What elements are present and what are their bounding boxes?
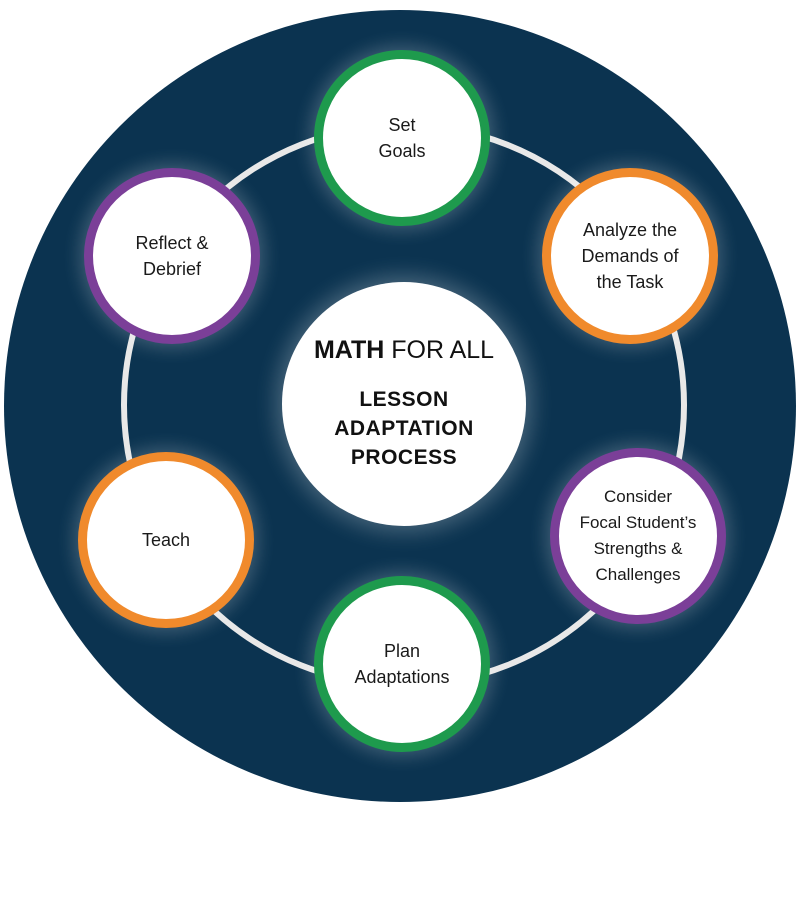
center-title-line-3: PROCESS	[350, 446, 458, 469]
center-hub: MATH FOR ALL LESSON ADAPTATION PROCESS	[282, 282, 526, 526]
step-reflect-debrief: Reflect & Debrief	[84, 168, 260, 344]
step-set-goals: Set Goals	[314, 50, 490, 226]
step-plan-adaptations-label: Plan Adaptations	[354, 641, 450, 687]
center-title-line-2: ADAPTATION	[334, 417, 474, 440]
step-analyze-demands-label: Analyze the Demands of the Task	[581, 220, 679, 292]
math-for-all-logo: MATH FOR ALL	[313, 336, 495, 364]
step-reflect-debrief-label: Reflect & Debrief	[135, 233, 209, 279]
step-consider-focal-student: Consider Focal Student’s Strengths & Cha…	[550, 448, 726, 624]
step-teach-label: Teach	[141, 530, 191, 550]
step-consider-focal-student-label: Consider Focal Student’s Strengths & Cha…	[579, 487, 697, 584]
step-analyze-demands: Analyze the Demands of the Task	[542, 168, 718, 344]
step-plan-adaptations: Plan Adaptations	[314, 576, 490, 752]
center-title-line-1: LESSON	[359, 388, 449, 411]
step-teach: Teach	[78, 452, 254, 628]
step-set-goals-label: Set Goals	[378, 115, 426, 161]
